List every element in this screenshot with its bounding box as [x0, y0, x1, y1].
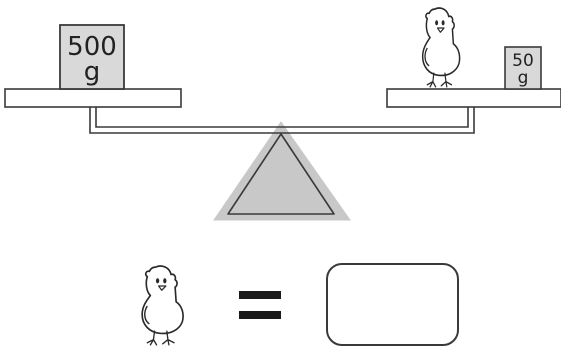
- left-pan: [4, 88, 182, 108]
- equals-sign: [239, 291, 281, 319]
- left-weight-line2: g: [84, 57, 101, 87]
- right-weight-line1: 50: [512, 51, 534, 71]
- left-weight: 500 g: [59, 24, 125, 90]
- right-weight: 50 g: [504, 46, 542, 90]
- right-weight-line2: g: [518, 68, 529, 88]
- answer-input[interactable]: [326, 263, 459, 346]
- right-pan: [386, 88, 561, 108]
- fulcrum-triangle: [213, 121, 351, 221]
- chick-icon: [141, 265, 184, 346]
- chick-icon: [421, 7, 461, 88]
- left-weight-line1: 500: [67, 32, 117, 62]
- beam: [89, 107, 475, 134]
- fulcrum-triangle-inner: [227, 133, 335, 215]
